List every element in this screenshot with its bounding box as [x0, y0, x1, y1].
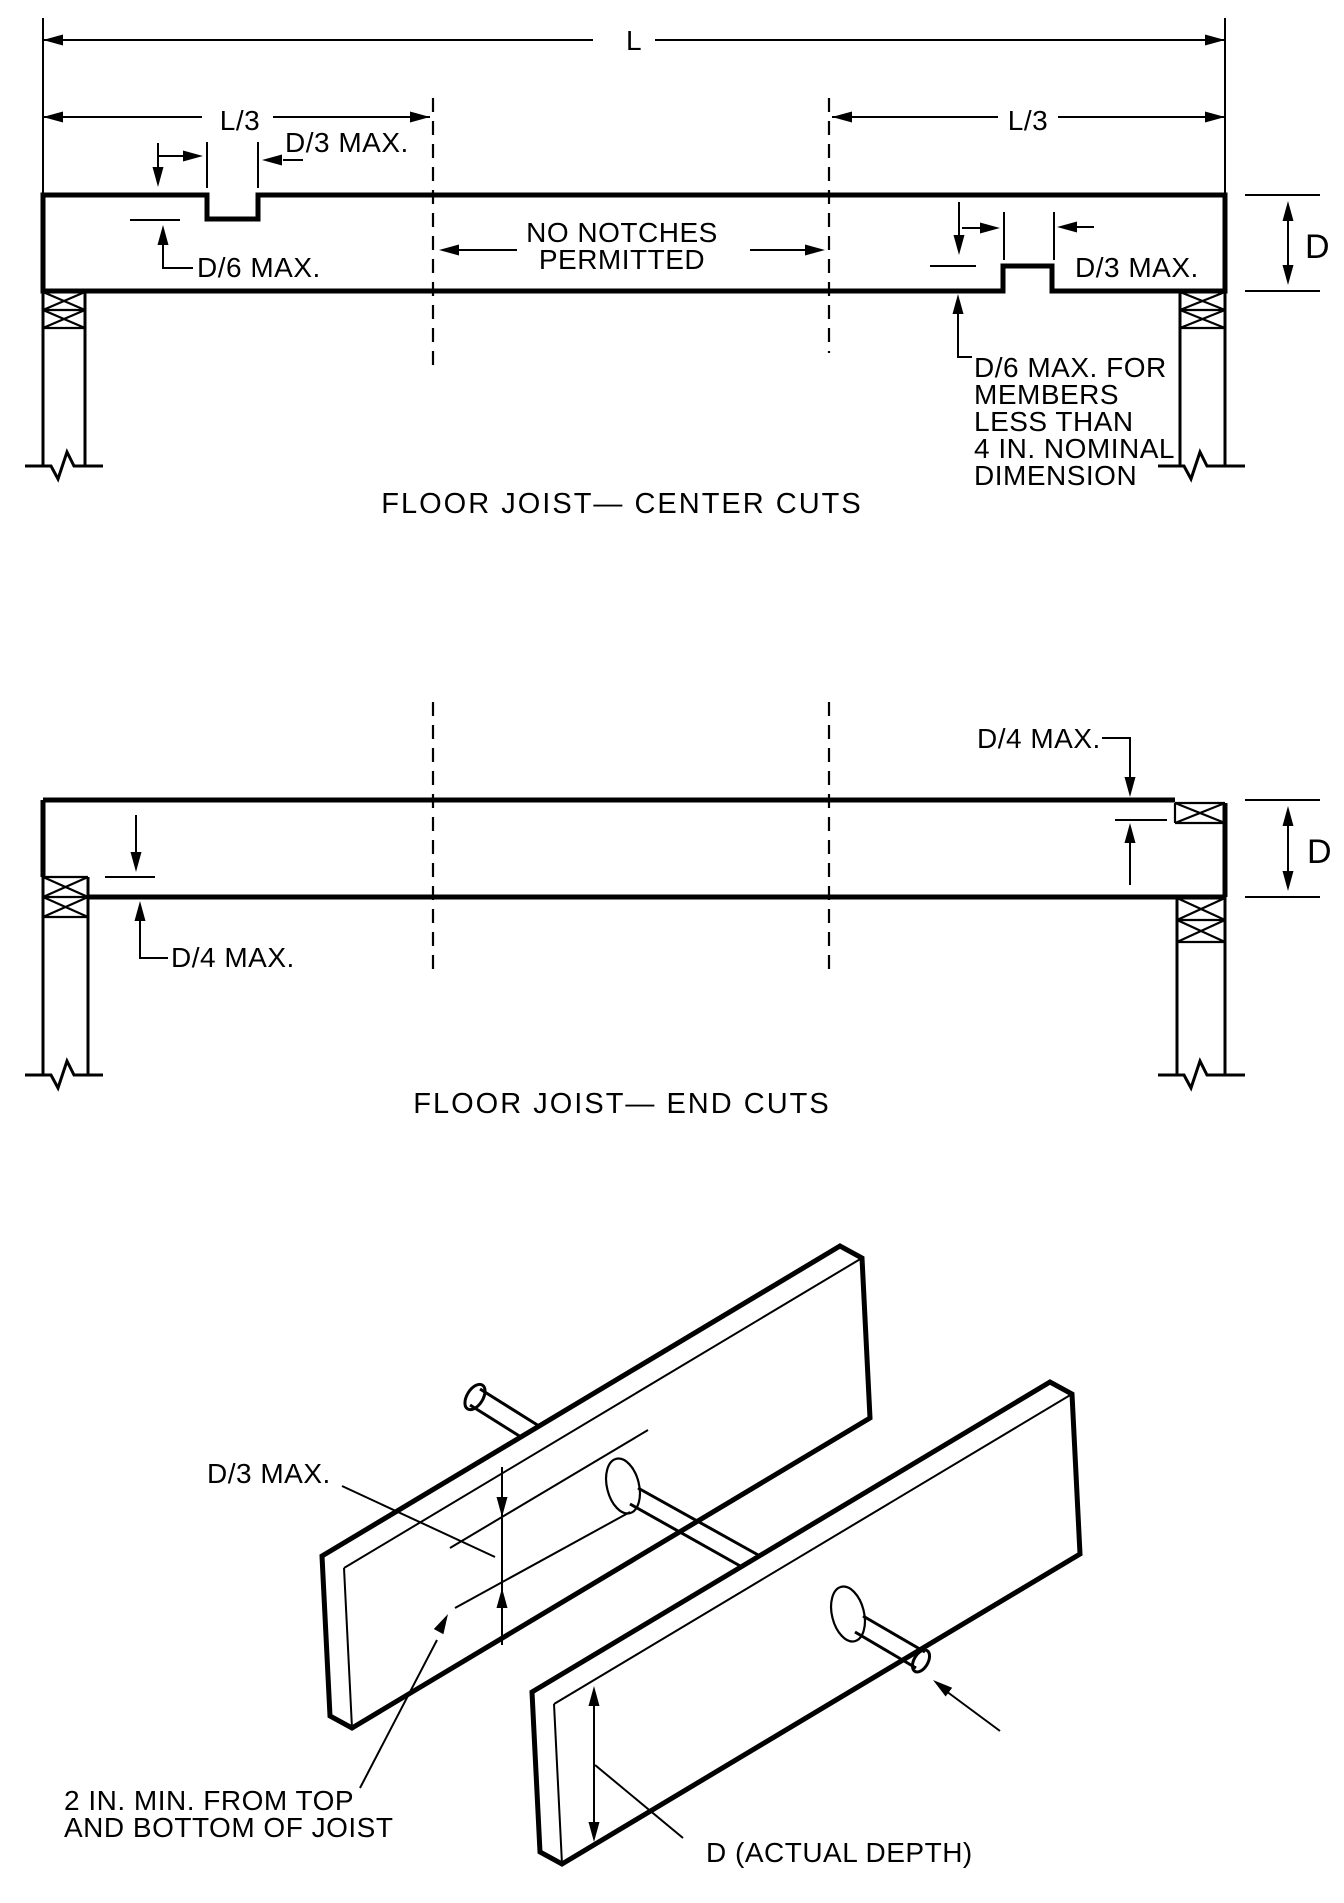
pipe-rod-upper-end [463, 1382, 540, 1439]
depth-label: D [1305, 228, 1330, 266]
pipe-rod-middle-segment [629, 1486, 761, 1569]
hole-zone-label: D/3 MAX. [207, 1458, 331, 1489]
span-length-label: L [626, 25, 642, 56]
dimension-arrowheads [433, 1497, 953, 1842]
edge-distance-label-line2: AND BOTTOM OF JOIST [64, 1812, 393, 1843]
third-left-label: L/3 [220, 105, 260, 136]
hole-zone-lines [449, 1429, 649, 1609]
top-notch-depth-label: D/6 MAX. [197, 252, 321, 283]
left-bearing-plate-and-wall [25, 875, 103, 1092]
bored-hole-near [829, 1585, 867, 1643]
right-support-wall [1158, 290, 1245, 483]
note-line: MEMBERS [974, 379, 1119, 410]
note-line: LESS THAN [974, 406, 1134, 437]
bottom-notch-note: D/6 MAX. FOR MEMBERS LESS THAN 4 IN. NOM… [974, 352, 1175, 491]
edge-distance-label-line1: 2 IN. MIN. FROM TOP [64, 1785, 354, 1816]
no-notches-label-line1: NO NOTCHES [526, 217, 718, 248]
center-cuts-diagram: L L/3 L/3 D/3 MAX. D/6 MAX. NO NOTCHES P… [25, 18, 1330, 520]
far-joist-board [319, 1243, 873, 1731]
left-end-notch-label: D/4 MAX. [171, 942, 295, 973]
end-cuts-caption: FLOOR JOIST— END CUTS [413, 1088, 830, 1120]
bottom-notch-width-label: D/3 MAX. [1075, 252, 1199, 283]
note-line: 4 IN. NOMINAL [974, 433, 1175, 464]
dimension-lines [105, 737, 1320, 959]
break-symbol [25, 448, 103, 483]
break-symbol [25, 1057, 103, 1092]
break-symbol [1158, 448, 1245, 483]
leader-lines [341, 1485, 1001, 1839]
pipe-rod-lower-end [854, 1614, 932, 1674]
dimension-lines [42, 18, 1320, 358]
note-line: D/6 MAX. FOR [974, 352, 1167, 383]
right-bearing-plate-and-wall [1158, 801, 1245, 1092]
joist-outline [40, 797, 1228, 900]
depth-label: D [1307, 833, 1332, 871]
boring-isometric-diagram: D/3 MAX. 2 IN. MIN. FROM TOP AND BOTTOM … [64, 1243, 1083, 1868]
note-line: DIMENSION [974, 460, 1137, 491]
third-right-label: L/3 [1008, 105, 1048, 136]
dimension-arrowheads [43, 34, 1294, 314]
near-joist-board [529, 1379, 1083, 1867]
top-notch-width-label: D/3 MAX. [285, 127, 409, 158]
end-cuts-diagram: D/4 MAX. D/4 MAX. D FLOOR JOIST— END CUT… [25, 702, 1332, 1120]
dimension-arrowheads [130, 777, 1294, 921]
center-cuts-caption: FLOOR JOIST— CENTER CUTS [381, 488, 862, 520]
no-notches-label-line2: PERMITTED [539, 244, 705, 275]
left-support-wall [25, 290, 103, 483]
break-symbol [1158, 1057, 1245, 1092]
actual-depth-label: D (ACTUAL DEPTH) [706, 1837, 973, 1868]
right-end-notch-label: D/4 MAX. [977, 723, 1101, 754]
